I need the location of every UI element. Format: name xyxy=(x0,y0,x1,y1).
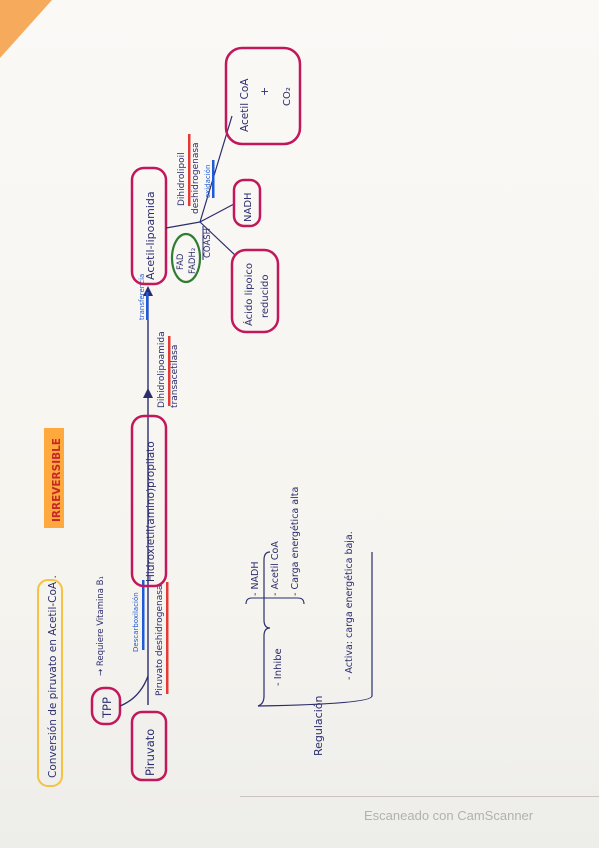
enzyme2-top-label: transferencia xyxy=(138,274,146,320)
activa-label: - Activa: carga energética baja. xyxy=(344,531,355,680)
acido-lipoico-label-2: reducido xyxy=(260,275,271,318)
arrow-head-1 xyxy=(143,388,153,398)
inhibitor-2: - Acetil CoA xyxy=(270,541,281,596)
title-group: Conversión de piruvato en Acetil-CoA . xyxy=(37,575,63,787)
tpp-note: → Requiere Vitamina B₁ xyxy=(96,576,106,676)
enzyme3-label-a: Dihidrolipoil xyxy=(177,152,187,206)
inhibe-label: - Inhibe xyxy=(273,648,284,686)
inhibitors-brace xyxy=(245,597,305,605)
page-title: Conversión de piruvato en Acetil-CoA . xyxy=(47,575,59,778)
fad-label: FAD xyxy=(176,253,186,270)
enzyme2-red-underline xyxy=(168,336,171,406)
piruvato-box xyxy=(130,710,168,782)
regulation-label: Regulación xyxy=(312,695,325,756)
acetil-lipoamida-label: Acetil-lipoamida xyxy=(144,191,157,280)
enzyme3-blue-underline xyxy=(212,160,215,198)
acido-lipoico-box xyxy=(230,248,280,334)
product-label-1: Acetil CoA xyxy=(239,78,251,132)
inhibitor-1: - NADH xyxy=(250,561,261,596)
piruvato-label: Piruvato xyxy=(143,729,157,776)
enzyme1-blue-underline xyxy=(142,580,145,650)
arrow-head-2 xyxy=(143,286,153,296)
regulation-outer-brace-b xyxy=(257,695,373,707)
arrow-to-nadh xyxy=(199,203,235,223)
nadh-box xyxy=(232,178,262,228)
enzyme3-red-underline xyxy=(188,134,191,206)
junction-line xyxy=(165,221,201,229)
irreversible-group: IRREVERSIBLE xyxy=(44,428,64,528)
fadh2-label: FADH₂ xyxy=(188,248,198,274)
page-corner-tab xyxy=(0,0,52,58)
enzyme2-blue-underline xyxy=(146,292,149,320)
acido-lipoico-label-1: Ácido lipoico xyxy=(242,263,255,326)
tpp-arrow xyxy=(119,675,149,707)
scanner-watermark: Escaneado con CamScanner xyxy=(364,808,534,823)
enzyme1-red-underline xyxy=(166,582,169,694)
page-bottom-edge xyxy=(240,796,599,797)
arrow-to-acido xyxy=(199,221,237,257)
acetil-lipoamida-box xyxy=(130,166,168,286)
product-box xyxy=(224,46,302,146)
enzyme2-label-b: transacetilasa xyxy=(170,345,180,408)
intermediate-box xyxy=(130,414,168,588)
enzyme1-label: Piruvato deshidrogenasa xyxy=(155,585,165,696)
enzyme1-top-label: Descarboxilación xyxy=(132,592,140,652)
coash-label: COASH xyxy=(203,228,213,258)
product-label-2: CO₂ xyxy=(282,87,293,106)
enzyme3-top-label: oxidación xyxy=(204,165,212,198)
product-plus: + xyxy=(258,87,271,96)
regulation-outer-brace-a xyxy=(257,551,271,707)
enzyme2-label-a: Dihidrolipoamida xyxy=(157,331,167,408)
tpp-label: TPP xyxy=(100,697,114,719)
nadh-label: NADH xyxy=(243,192,254,222)
fad-cycle-loop xyxy=(170,232,202,284)
intermediate-label: Hidroxietil(amino)propilato xyxy=(145,441,157,582)
inhibitor-3: - Carga energética alta xyxy=(290,487,301,596)
irreversible-badge: IRREVERSIBLE xyxy=(51,438,63,522)
enzyme3-label-b: deshidrogenasa xyxy=(191,142,201,214)
